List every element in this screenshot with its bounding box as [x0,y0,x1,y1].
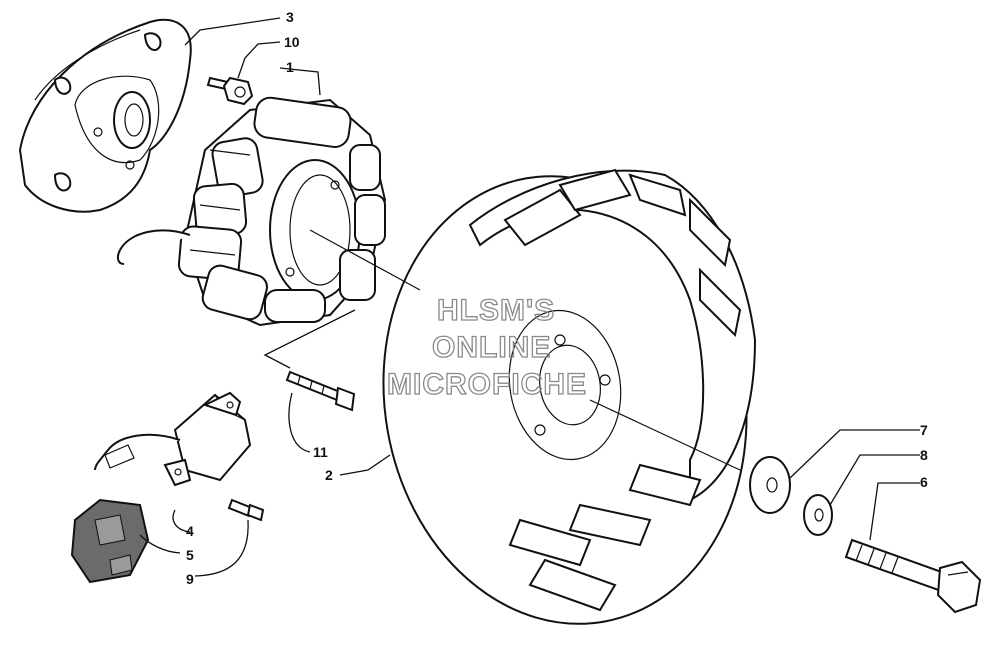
callout-6: 6 [920,474,928,490]
flange-bolt-6 [844,538,982,614]
washer-7 [749,456,791,514]
callout-7: 7 [920,422,928,438]
callout-1: 1 [286,59,294,75]
callout-11: 11 [313,444,328,460]
grommet-5 [70,498,150,584]
leader-lines [139,17,920,577]
stator-plate [18,18,192,213]
watermark-line-3: MICROFICHE [387,368,587,401]
watermark-line-2: ONLINE [432,331,551,364]
flywheel [382,168,757,625]
bolt-10 [206,76,254,106]
callout-3: 3 [286,9,294,25]
callouts: 3 10 1 11 2 7 8 6 4 5 9 [186,9,928,587]
screw-11 [285,370,356,412]
callout-10: 10 [284,34,300,50]
lock-washer-8 [803,494,833,536]
callout-9: 9 [186,571,194,587]
callout-8: 8 [920,447,928,463]
screw-9 [227,498,265,522]
callout-5: 5 [186,547,194,563]
pickup-coil-4 [94,391,252,487]
watermark: HLSM'S ONLINE MICROFICHE [386,293,587,401]
watermark-line-1: HLSM'S [437,294,555,327]
callout-4: 4 [186,523,194,539]
callout-2: 2 [325,467,333,483]
stator [116,96,387,327]
